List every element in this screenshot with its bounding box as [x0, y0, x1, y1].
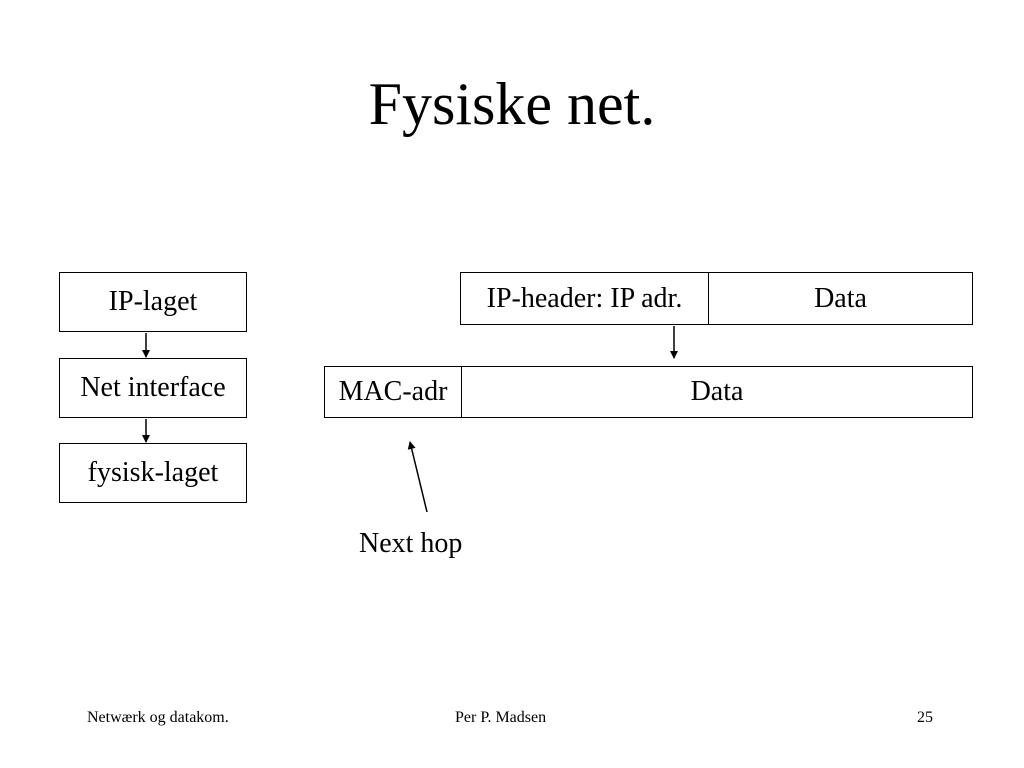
ip-data-field: Data [814, 282, 867, 314]
slide-title: Fysiske net. [368, 71, 656, 137]
frame-data-field: Data [690, 376, 744, 407]
footer-course: Netwærk og datakom. [87, 709, 229, 726]
physical-layer-box: fysisk-laget [59, 443, 247, 503]
ip-layer-box: IP-laget [59, 272, 247, 332]
ip-packet: IP-header: IP adr. Data [460, 272, 973, 325]
arrow-next-hop-to-mac [407, 441, 428, 513]
net-interface-box: Net interface [59, 358, 247, 418]
mac-address-field: MAC-adr [325, 367, 462, 417]
footer-page-number: 25 [917, 709, 933, 726]
mac-frame: MAC-adr Data [324, 366, 973, 418]
next-hop-label: Next hop [359, 528, 463, 559]
footer-author: Per P. Madsen [455, 709, 547, 726]
ip-header-field: IP-header: IP adr. [461, 273, 709, 324]
